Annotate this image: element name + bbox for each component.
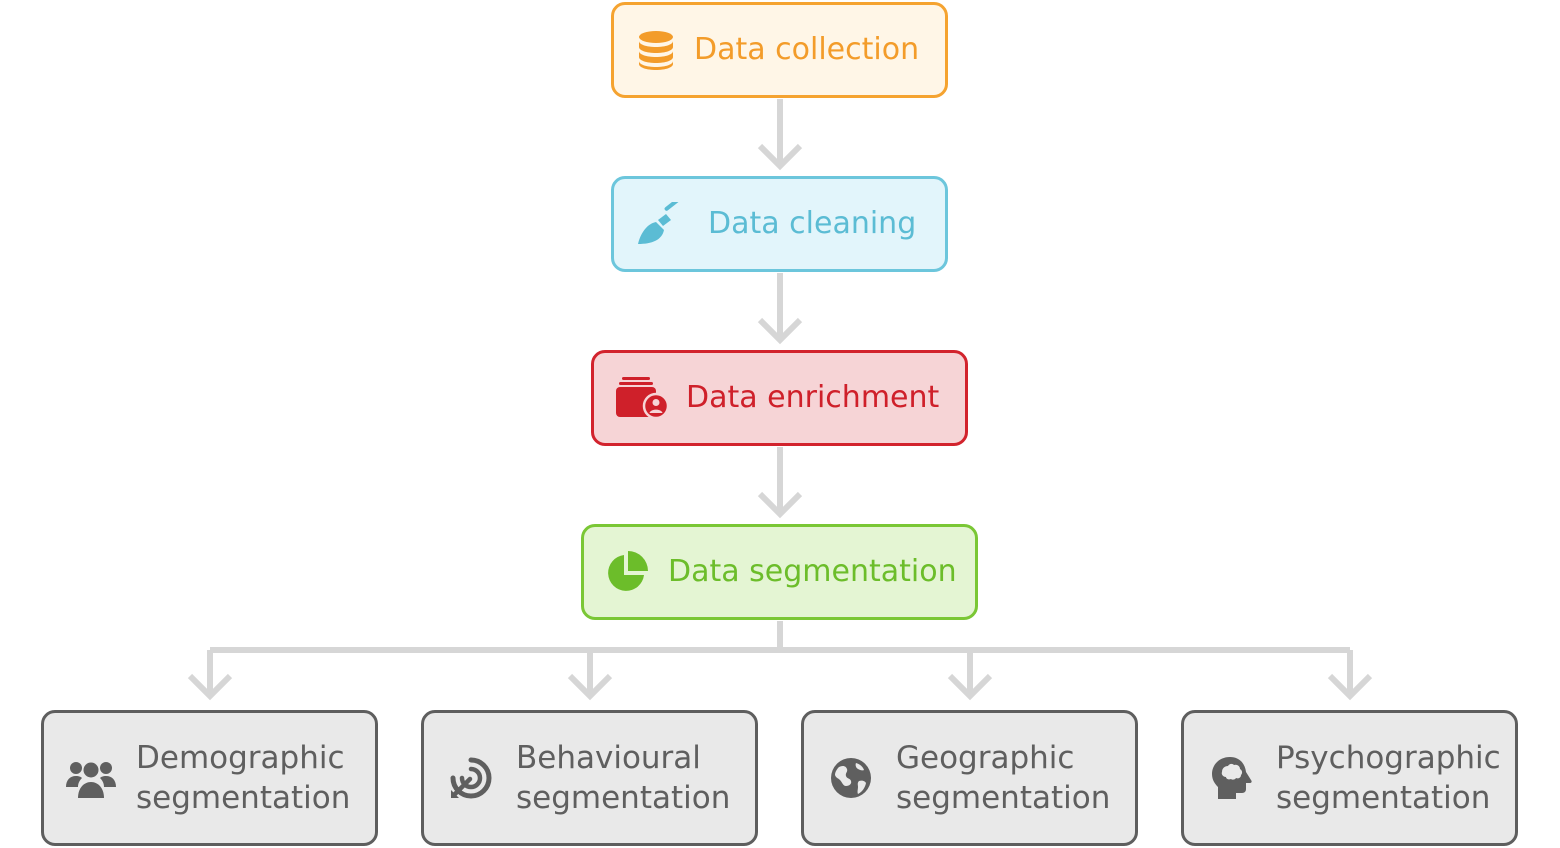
demographic-label-line2: segmentation xyxy=(136,780,351,816)
psychographic-segmentation-node[interactable]: Psychographic segmentation xyxy=(1181,710,1518,846)
geographic-segmentation-node[interactable]: Geographic segmentation xyxy=(801,710,1138,846)
arrowhead-geographic xyxy=(947,673,993,701)
data-collection-label: Data collection xyxy=(694,32,920,68)
arrowhead-cleaning xyxy=(757,143,803,171)
demographic-segmentation-node[interactable]: Demographic segmentation xyxy=(41,710,378,846)
geographic-label-line2: segmentation xyxy=(896,780,1111,816)
geographic-label-line1: Geographic xyxy=(896,740,1075,776)
folder-user-icon xyxy=(614,376,668,420)
target-cursor-icon xyxy=(446,753,496,803)
psychographic-label-line2: segmentation xyxy=(1276,780,1491,816)
globe-icon xyxy=(826,753,876,803)
behavioural-label-line1: Behavioural xyxy=(516,740,701,776)
psychographic-label-line1: Psychographic xyxy=(1276,740,1501,776)
data-cleaning-label: Data cleaning xyxy=(708,206,917,242)
arrowhead-demographic xyxy=(187,673,233,701)
arrowhead-psychographic xyxy=(1327,673,1373,701)
data-collection-node[interactable]: Data collection xyxy=(611,2,948,98)
data-enrichment-node[interactable]: Data enrichment xyxy=(591,350,968,446)
data-enrichment-label: Data enrichment xyxy=(686,380,940,416)
broom-icon xyxy=(636,202,688,246)
arrowhead-enrichment xyxy=(757,317,803,345)
head-brain-icon xyxy=(1206,753,1256,803)
data-segmentation-label: Data segmentation xyxy=(668,554,957,590)
data-cleaning-node[interactable]: Data cleaning xyxy=(611,176,948,272)
demographic-label-line1: Demographic xyxy=(136,740,345,776)
users-icon xyxy=(66,753,116,803)
database-icon xyxy=(636,30,676,70)
data-segmentation-node[interactable]: Data segmentation xyxy=(581,524,978,620)
behavioural-segmentation-node[interactable]: Behavioural segmentation xyxy=(421,710,758,846)
arrowhead-segmentation xyxy=(757,491,803,519)
behavioural-label-line2: segmentation xyxy=(516,780,731,816)
pie-chart-icon xyxy=(606,551,648,593)
arrowhead-behavioural xyxy=(567,673,613,701)
